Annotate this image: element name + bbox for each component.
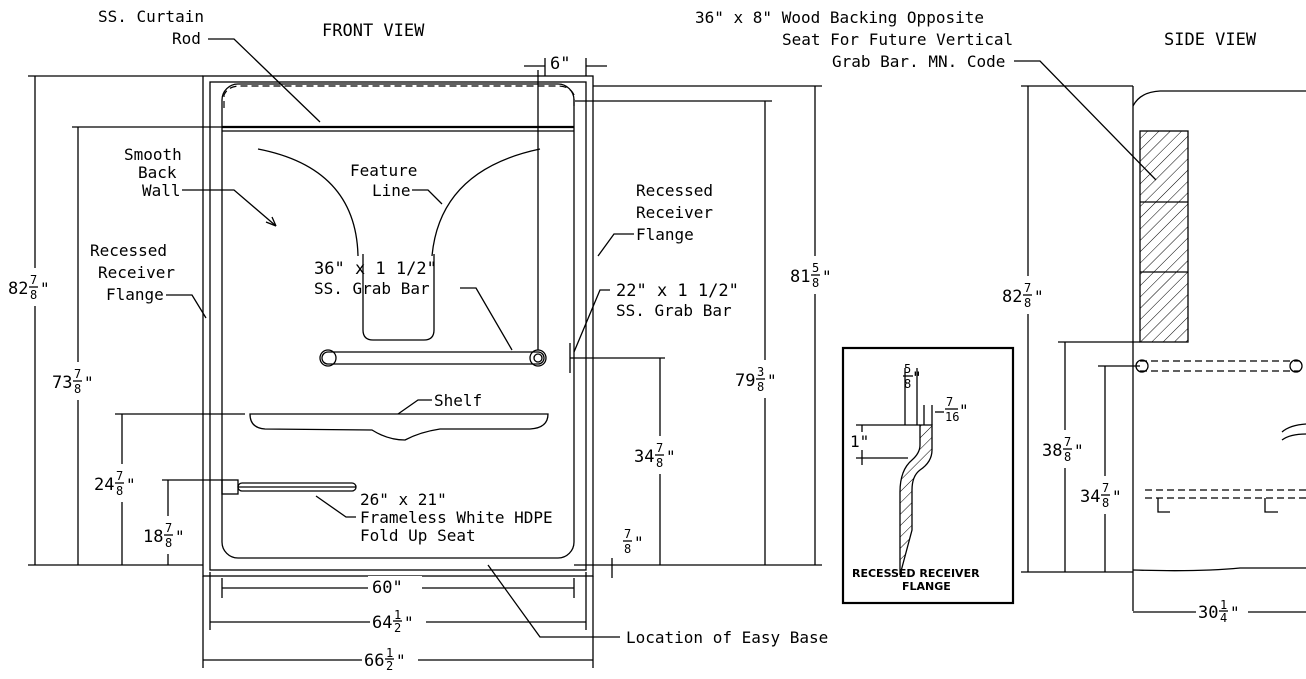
dim-73-whole: 73 [52,373,72,393]
side-view-title: SIDE VIEW [1164,30,1257,50]
front-view-title: FRONT VIEW [322,21,425,41]
seat-label-3: Fold Up Seat [360,526,476,545]
dim-79-whole: 79 [735,371,755,391]
side-dim-34-den: 8 [1102,496,1109,510]
side-dim-30-whole: 30 [1198,603,1218,623]
side-dim-34-whole: 34 [1080,487,1100,507]
svg-text:": " [84,373,94,392]
svg-text:": " [959,401,969,420]
curtain-rod-label-1: SS. Curtain [98,7,204,26]
dim-64-whole: 64 [372,613,392,633]
side-dim-30-num: 1 [1220,598,1227,612]
dim-73-den: 8 [74,382,81,396]
recessed-flange-left-2: Receiver [98,263,175,282]
recessed-flange-right-1: Recessed [636,181,713,200]
side-dim-38-whole: 38 [1042,441,1062,461]
smooth-wall-label-2: Back [138,163,177,182]
dim-81-whole: 81 [790,267,810,287]
dim-82-den: 8 [30,288,37,302]
fold-up-seat [221,479,357,495]
svg-text:": " [822,267,832,286]
dim-64-den: 2 [394,621,401,635]
detail-716-num: 7 [946,395,953,409]
svg-text:": " [404,613,414,632]
dim-81-num: 5 [812,261,819,275]
dim-66-den: 2 [386,659,393,673]
seat-label-1: 26" x 21" [360,490,447,509]
feature-line-label-1: Feature [350,161,417,180]
svg-text:": " [175,527,185,546]
side-view-unit [1132,86,1306,611]
dim-base-num: 7 [624,527,631,541]
backing-label-1: 36" x 8" Wood Backing Opposite [695,8,984,27]
svg-text:": " [1112,487,1122,506]
grab-bar-36-label-2: SS. Grab Bar [314,279,430,298]
grab-bar-22-label-1: 22" x 1 1/2" [616,281,739,301]
recessed-flange-right-3: Flange [636,225,694,244]
shelf [249,413,549,441]
detail-1: 1" [850,432,869,451]
grab-bar-22-label-2: SS. Grab Bar [616,301,732,320]
side-dim-82-num: 7 [1024,281,1031,295]
detail-58-den: 8 [904,377,911,391]
dim-82-num: 7 [30,273,37,287]
dim-18-num: 7 [165,521,172,535]
dim-73-num: 7 [74,367,81,381]
side-dim-30-den: 4 [1220,611,1227,625]
svg-text:": " [767,371,777,390]
backing-label-2: Seat For Future Vertical [782,30,1013,49]
dim-24-den: 8 [116,484,123,498]
dim-base-den: 8 [624,542,631,556]
flange-detail [841,346,1015,605]
detail-58-num: 5 [904,362,911,376]
grab-bar-36 [319,70,665,373]
svg-text:": " [666,447,676,466]
easy-base-label: Location of Easy Base [626,628,828,647]
svg-text:": " [396,651,406,670]
svg-text:": " [1074,441,1084,460]
dim-24-whole: 24 [94,475,114,495]
feature-line-label-2: Line [372,181,411,200]
side-dim-38-num: 7 [1064,435,1071,449]
shelf-label: Shelf [434,391,482,410]
dim-18-den: 8 [165,536,172,550]
backing-label-3: Grab Bar. MN. Code [832,52,1005,71]
dim-79-den: 8 [757,380,764,394]
detail-716-den: 16 [945,410,959,424]
side-dim-82-den: 8 [1024,296,1031,310]
side-dim-38-den: 8 [1064,450,1071,464]
dim-18-whole: 18 [143,527,163,547]
detail-label-2: FLANGE [902,580,951,593]
dim-24-num: 7 [116,469,123,483]
svg-text:": " [912,368,922,387]
dim-64-num: 1 [394,608,401,622]
dim-34-num: 7 [656,441,663,455]
dim-6: 6" [550,54,570,74]
dim-34-den: 8 [656,456,663,470]
smooth-wall-label-3: Wall [142,181,181,200]
seat-label-2: Frameless White HDPE [360,508,553,527]
svg-text:": " [634,533,644,552]
recessed-flange-left-1: Recessed [90,241,167,260]
dim-34-whole: 34 [634,447,654,467]
svg-text:": " [1230,603,1240,622]
detail-label-1: RECESSED RECEIVER [852,567,980,580]
smooth-wall-label-1: Smooth [124,145,182,164]
dim-66-num: 1 [386,646,393,660]
side-dim-34-num: 7 [1102,481,1109,495]
dim-81-den: 8 [812,276,819,290]
curtain-rod-label-2: Rod [172,29,201,48]
dim-60: 60" [372,578,403,598]
grab-bar-36-label-1: 36" x 1 1/2" [314,259,437,279]
side-dim-82-whole: 82 [1002,287,1022,307]
svg-text:": " [126,475,136,494]
dim-66-whole: 66 [364,651,384,671]
recessed-flange-left-3: Flange [106,285,164,304]
svg-text:": " [40,279,50,298]
dim-82-whole: 82 [8,279,28,299]
dim-79-num: 3 [757,365,764,379]
recessed-flange-right-2: Receiver [636,203,713,222]
svg-text:": " [1034,287,1044,306]
